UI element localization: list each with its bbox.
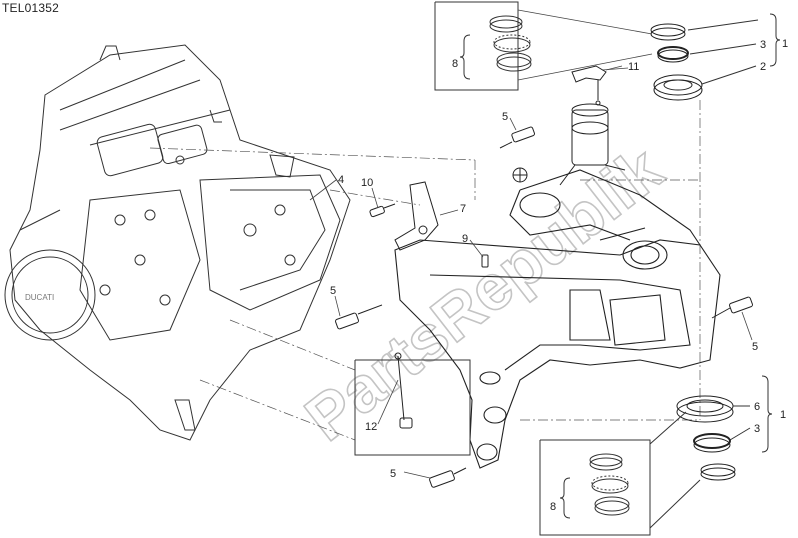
callout-5-b: 5 <box>330 285 336 297</box>
callout-4: 4 <box>338 174 344 186</box>
screw-9 <box>481 254 489 268</box>
callout-5-a: 5 <box>502 111 508 123</box>
callout-1-bottom: 1 <box>780 409 786 421</box>
top-bearing-parts <box>650 23 703 101</box>
bottom-bearing-inset <box>539 411 701 536</box>
bolt-10 <box>369 203 396 218</box>
callout-7: 7 <box>460 203 466 215</box>
callout-8-bottom: 8 <box>550 501 556 513</box>
callout-3-top: 3 <box>760 39 766 51</box>
callout-9: 9 <box>462 233 468 245</box>
bolts <box>335 126 753 488</box>
frame-body <box>394 169 721 469</box>
callouts: 1 3 2 11 8 5 10 7 4 9 5 5 12 5 1 6 3 8 <box>330 38 788 513</box>
bolt-5-right <box>711 296 753 319</box>
callout-2-top: 2 <box>760 61 766 73</box>
callout-5-d: 5 <box>390 468 396 480</box>
steering-sensor <box>512 103 626 186</box>
tie-inset <box>354 359 471 456</box>
bottom-bearing-parts <box>676 395 736 481</box>
callout-1-top: 1 <box>782 38 788 50</box>
brace-bottom <box>729 375 773 453</box>
watermark-text: PartsRepublik <box>292 133 676 455</box>
bracket-11 <box>571 65 607 106</box>
callout-10: 10 <box>361 177 373 189</box>
callout-6: 6 <box>754 401 760 413</box>
cable-tie-12 <box>394 352 413 429</box>
callout-8-top: 8 <box>452 58 458 70</box>
bracket-7 <box>394 181 439 251</box>
drawing-code: TEL01352 <box>2 1 59 15</box>
callout-11: 11 <box>628 61 639 73</box>
leaders <box>309 65 753 479</box>
callout-12: 12 <box>365 421 377 433</box>
top-bearing-inset <box>434 1 532 91</box>
engine-block: DUCATI <box>4 44 351 441</box>
callout-3-bottom: 3 <box>754 423 760 435</box>
bolt-5-bottom <box>429 467 467 488</box>
svg-text:DUCATI: DUCATI <box>25 293 54 302</box>
brace-top <box>687 13 781 85</box>
bolt-5-left <box>335 304 383 330</box>
callout-5-c: 5 <box>752 341 758 353</box>
bolt-5-top <box>499 126 535 149</box>
reference-lines <box>149 100 701 441</box>
